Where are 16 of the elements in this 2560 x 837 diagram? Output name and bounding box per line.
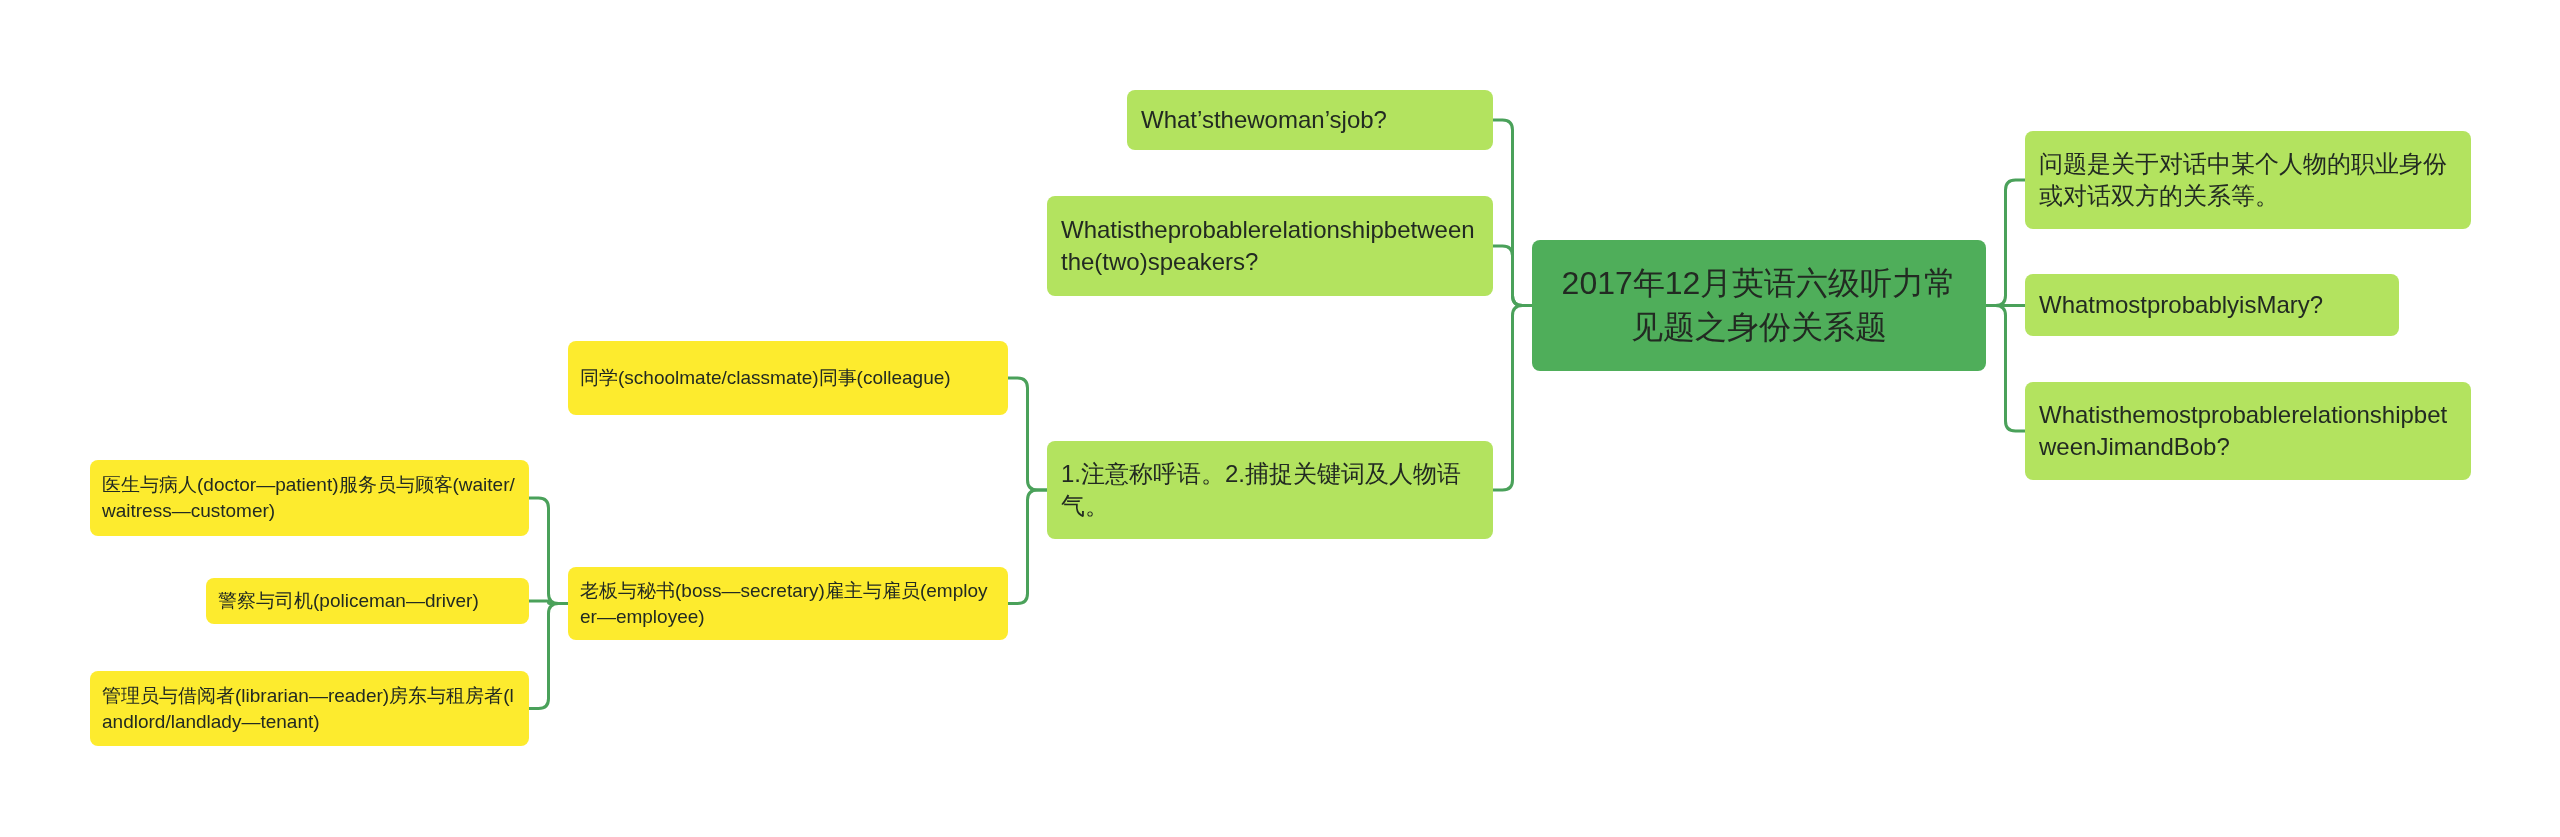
topic-box: 问题是关于对话中某个人物的职业身份或对话双方的关系等。	[2025, 131, 2471, 229]
topic-box: 医生与病人(doctor—patient)服务员与顾客(waiter/waitress—customer)	[90, 460, 529, 536]
topic-box: WhatmostprobablyisMary?	[2025, 274, 2399, 336]
topic-box: 管理员与借阅者(librarian—reader)房东与租房者(landlord/landlady—tenant)	[90, 671, 529, 746]
connector-line	[1986, 304, 2025, 433]
topic-box: 警察与司机(policeman—driver)	[206, 578, 529, 624]
topic-box: Whatistheprobablerelationshipbetweenthe(two)speakers?	[1047, 196, 1493, 296]
topic-box: 老板与秘书(boss—secretary)雇主与雇员(employer—employee)	[568, 567, 1008, 640]
topic-box: 1.注意称呼语。2.捕捉关键词及人物语气。	[1047, 441, 1493, 539]
connector-line	[1008, 488, 1047, 605]
central-topic-box: 2017年12月英语六级听力常见题之身份关系题	[1532, 240, 1986, 371]
connector-line	[529, 602, 568, 710]
topic-box: What’sthewoman’sjob?	[1127, 90, 1493, 150]
topic-box: 同学(schoolmate/classmate)同事(colleague)	[568, 341, 1008, 415]
topic-box: WhatisthemostprobablerelationshipbetweenJimandBob?	[2025, 382, 2471, 480]
connector-line	[1493, 304, 1532, 492]
